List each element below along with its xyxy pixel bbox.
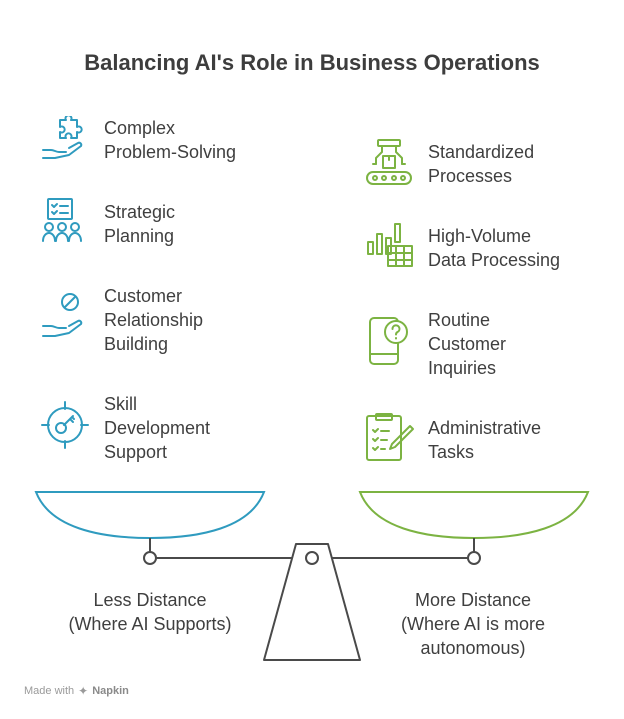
- phone-question-icon: [366, 314, 414, 368]
- caption-line: (Where AI Supports): [68, 614, 232, 634]
- item-line: Routine: [428, 310, 491, 330]
- item-line: Processes: [428, 166, 513, 186]
- item-line: Strategic: [104, 202, 176, 222]
- item-line: Development: [104, 418, 211, 438]
- item-strategic-planning: Strategic Planning: [104, 200, 175, 248]
- item-high-volume-data: High-Volume Data Processing: [428, 224, 560, 272]
- clipboard-pencil-icon: [364, 412, 416, 464]
- item-line: Planning: [104, 226, 175, 246]
- item-line: Building: [104, 334, 169, 354]
- item-line: Support: [104, 442, 168, 462]
- right-scale-pan: [358, 491, 590, 540]
- item-customer-relationship: Customer Relationship Building: [104, 284, 203, 356]
- right-pivot: [467, 551, 481, 565]
- item-complex-problem-solving: Complex Problem-Solving: [104, 116, 236, 164]
- center-pivot: [305, 551, 319, 565]
- item-line: Standardized: [428, 142, 535, 162]
- item-routine-inquiries: Routine Customer Inquiries: [428, 308, 506, 380]
- robot-conveyor-icon: [364, 138, 414, 188]
- item-line: Problem-Solving: [104, 142, 237, 162]
- target-key-icon: [40, 400, 90, 450]
- item-line: Customer: [104, 286, 183, 306]
- puzzle-hand-icon: [40, 116, 88, 164]
- item-line: Customer: [428, 334, 507, 354]
- napkin-logo-icon: ✦: [78, 684, 89, 698]
- caption-line: Less Distance: [93, 590, 207, 610]
- item-line: Tasks: [428, 442, 475, 462]
- scale-base: [263, 543, 361, 661]
- item-line: Complex: [104, 118, 176, 138]
- footer: Made with ✦ Napkin: [24, 684, 129, 698]
- footer-prefix: Made with: [24, 685, 75, 697]
- caption-line: autonomous): [420, 638, 526, 658]
- item-line: Data Processing: [428, 250, 561, 270]
- caption-line: (Where AI is more: [400, 614, 546, 634]
- item-line: Relationship: [104, 310, 204, 330]
- left-caption: Less Distance (Where AI Supports): [40, 588, 260, 636]
- team-planning-icon: [40, 197, 88, 245]
- page-title: Balancing AI's Role in Business Operatio…: [84, 50, 540, 75]
- right-caption: More Distance (Where AI is more autonomo…: [368, 588, 578, 660]
- item-standardized-processes: Standardized Processes: [428, 140, 534, 188]
- item-line: High-Volume: [428, 226, 532, 246]
- item-line: Administrative: [428, 418, 542, 438]
- item-line: Inquiries: [428, 358, 497, 378]
- left-pivot: [143, 551, 157, 565]
- caption-line: More Distance: [414, 590, 532, 610]
- footer-brand: Napkin: [92, 685, 129, 697]
- item-line: Skill: [104, 394, 138, 414]
- bar-chart-table-icon: [364, 220, 416, 270]
- left-scale-pan: [34, 491, 266, 540]
- item-skill-development: Skill Development Support: [104, 392, 210, 464]
- item-administrative-tasks: Administrative Tasks: [428, 416, 541, 464]
- hand-person-icon: [40, 290, 88, 340]
